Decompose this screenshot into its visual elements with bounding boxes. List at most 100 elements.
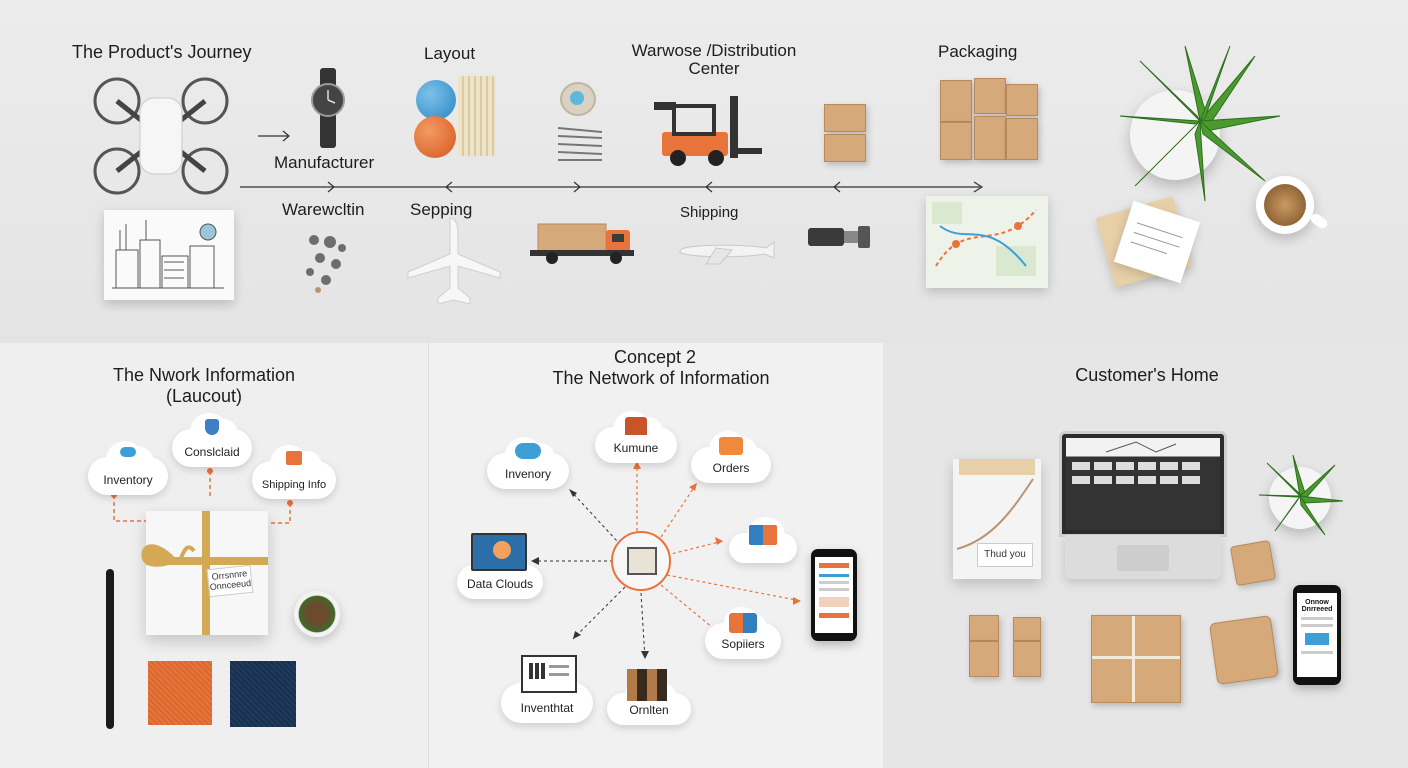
network-layout-title-line1: The Nwork Information	[112, 365, 296, 385]
cloud-cluster-icon	[515, 443, 541, 459]
shield-icon	[205, 419, 219, 435]
small-box-icon	[1013, 641, 1041, 677]
cloud-icon	[120, 447, 136, 457]
orange-fabric-swatch	[148, 661, 212, 725]
laptop-keyboard	[1065, 535, 1221, 579]
smartphone-icon	[811, 549, 857, 641]
node-inventthtat-label: Inventhtat	[520, 701, 574, 715]
node-kumune: Kumune	[595, 411, 677, 463]
package-box-icon	[974, 116, 1006, 160]
laptop-screen	[1066, 438, 1220, 530]
orange-yarn-ball-icon	[414, 116, 456, 158]
storefront-icon	[625, 417, 647, 435]
network-information-layout-panel: The Nwork Information (Laucout) Inventor…	[0, 343, 428, 768]
laptop-icon	[1059, 431, 1227, 537]
network-hub	[611, 531, 671, 591]
watch-icon	[311, 68, 345, 148]
small-box-icon	[969, 615, 999, 641]
delivery-truck-icon	[530, 223, 634, 264]
wrapped-gift-icon: Orrsnnre Onnceeud	[146, 511, 268, 635]
label-manufacturer: Manufacturer	[274, 153, 375, 172]
network-connections	[531, 461, 802, 660]
factory-sketch-card	[104, 210, 234, 300]
package-box-icon	[940, 122, 972, 160]
wooden-sticks-icon	[458, 76, 496, 156]
label-warewcltin: Warewcltin	[282, 200, 365, 219]
thread-spool-icon	[560, 82, 596, 116]
note-paper-icon	[1113, 200, 1201, 284]
cargo-plane-icon	[679, 241, 775, 265]
order-boxes-icon	[719, 437, 743, 455]
navy-fabric-swatch	[230, 661, 296, 727]
concept-title: Concept 2	[613, 347, 697, 367]
network-title: The Network of Information	[552, 368, 770, 388]
customers-home-title: Customer's Home	[1075, 365, 1219, 385]
stacked-boxes-icon	[627, 669, 667, 701]
cloud-inventory: Inventory	[88, 441, 168, 495]
node-supply-boxes	[729, 517, 797, 563]
customers-home-panel: Customer's Home Thud you Onnow	[883, 343, 1408, 768]
succulent-plant-icon	[1119, 45, 1281, 202]
package-box-icon	[974, 78, 1006, 114]
label-packaging: Packaging	[938, 42, 1018, 61]
bolts-icon	[306, 235, 346, 293]
cloud-shipping-info-label: Shipping Info	[261, 479, 327, 491]
monitor-icon	[471, 533, 527, 571]
smartphone-icon: Onnow Dnrreeed	[1293, 585, 1341, 685]
route-map-icon	[926, 196, 1048, 288]
coffee-cup-icon	[1256, 176, 1330, 234]
journey-timeline-arrow	[240, 130, 984, 193]
thank-you-note: Thud you	[977, 543, 1033, 567]
product-journey-panel: The Product's Journey Layout Warwose /Di…	[0, 0, 1408, 343]
cloud-consolidated: Conslclaid	[172, 413, 252, 467]
cloud-inventory-label: Inventory	[103, 473, 153, 487]
node-sopliers-label: Sopiiers	[721, 637, 765, 651]
ribbon-bow-icon	[141, 544, 196, 567]
engine-part-icon	[808, 226, 870, 248]
label-sepping: Sepping	[410, 200, 473, 219]
parcel-box-icon	[1091, 615, 1181, 703]
blue-yarn-ball-icon	[416, 80, 456, 120]
label-shipping: Shipping	[680, 204, 739, 221]
node-inventory-label: Invenory	[504, 467, 552, 481]
gift-tag: Orrsnnre Onnceeud	[206, 564, 254, 598]
small-gift-box-icon	[1229, 539, 1277, 587]
node-data-clouds-label: Data Clouds	[466, 577, 534, 591]
label-warehouse: Warwose /Distribution Center	[631, 41, 797, 78]
node-orders: Orders	[691, 431, 771, 483]
small-box-icon	[824, 104, 866, 132]
node-sopliers: Sopiiers	[705, 607, 781, 659]
factory-icon	[112, 220, 224, 289]
paper-package-icon: Thud you	[953, 459, 1041, 579]
label-layout: Layout	[424, 44, 476, 63]
small-box-icon	[1013, 617, 1041, 641]
node-kumune-label: Kumune	[613, 441, 659, 455]
small-box-icon	[969, 641, 999, 677]
drone-icon	[93, 77, 229, 195]
network-layout-title-line2: (Laucout)	[165, 386, 243, 406]
phone-text-1: Onnow	[1305, 599, 1329, 606]
laptop-screen-icon	[521, 655, 577, 693]
pen-icon	[106, 569, 114, 729]
nails-icon	[557, 127, 603, 161]
forklift-icon	[654, 96, 762, 166]
round-parcel-icon	[1208, 614, 1280, 686]
node-orders-label: Orders	[712, 461, 750, 475]
hub-device-icon	[627, 547, 657, 575]
phone-text-2: Dnrreeed	[1301, 606, 1333, 613]
bowl-icon	[294, 591, 340, 637]
package-box-icon	[1006, 84, 1038, 116]
succulent-plant-icon	[1258, 454, 1344, 536]
package-box-icon	[940, 80, 972, 122]
node-ornlten-label: Ornlten	[629, 703, 669, 717]
small-box-icon	[824, 134, 866, 162]
package-box-icon	[1006, 118, 1038, 160]
supply-boxes-icon	[749, 525, 777, 545]
cloud-shipping-info: Shipping Info	[252, 445, 336, 499]
airplane-icon	[407, 217, 501, 305]
journey-title: The Product's Journey	[72, 42, 252, 62]
suppliers-icon	[729, 613, 757, 633]
node-inventory: Invenory	[487, 437, 569, 489]
network-of-information-panel: Concept 2 The Network of Information	[428, 343, 885, 768]
cloud-consolidated-label: Conslclaid	[184, 445, 240, 459]
